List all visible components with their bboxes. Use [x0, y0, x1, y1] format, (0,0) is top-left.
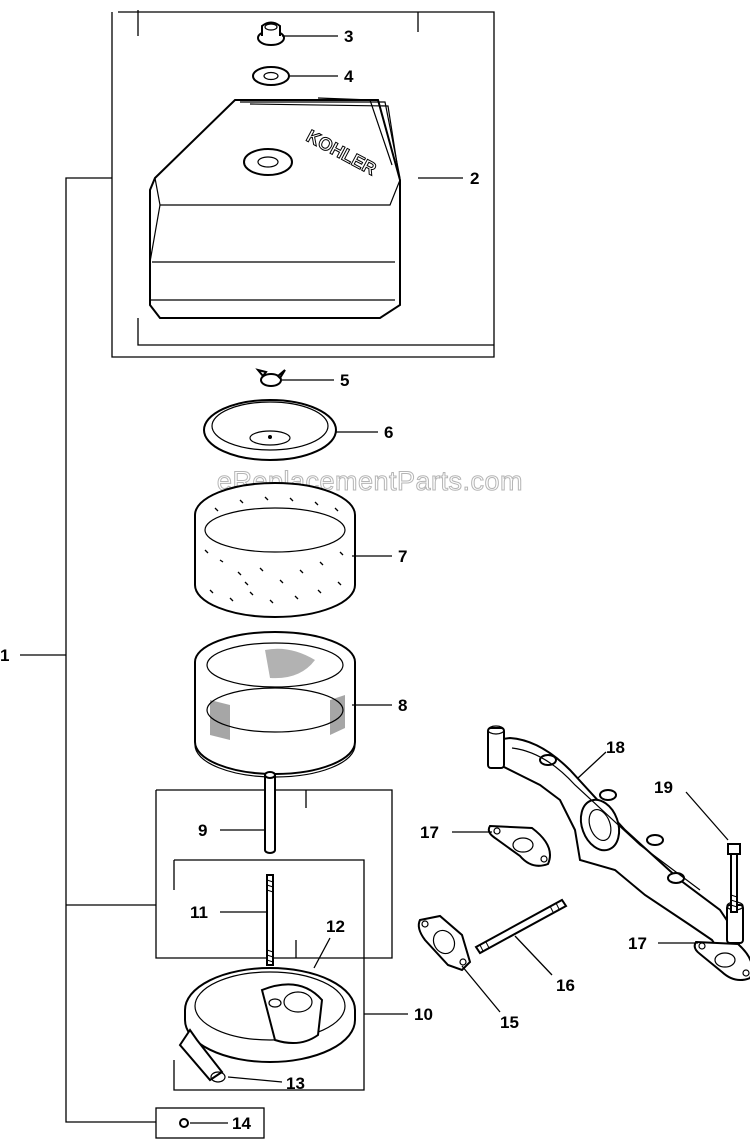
callout-16: 16 [556, 976, 575, 995]
air-cleaner-base-part [178, 967, 356, 1083]
washer-part [252, 66, 290, 86]
gasket-part-lower [693, 940, 750, 981]
cover-plate-part [203, 399, 337, 461]
callout-18: 18 [606, 738, 625, 757]
carburetor-gasket-part [417, 914, 472, 972]
long-stud-part [474, 898, 568, 955]
callout-2: 2 [470, 169, 479, 188]
callout-17-upper: 17 [420, 823, 439, 842]
assembly-box-9-11 [155, 789, 393, 959]
callout-1: 1 [0, 646, 9, 665]
stud-part [266, 874, 274, 966]
assembly-box-14 [155, 1107, 265, 1139]
air-cleaner-cover-part: KOHLER [149, 97, 401, 319]
callout-17-lower: 17 [628, 934, 647, 953]
cover-knob-part [257, 21, 285, 46]
callout-3: 3 [344, 27, 353, 46]
nut-part [179, 1118, 189, 1128]
callout-9: 9 [198, 821, 207, 840]
callout-14: 14 [232, 1114, 251, 1133]
callout-7: 7 [398, 547, 407, 566]
assembly-box-2 [111, 10, 495, 358]
callout-19: 19 [654, 778, 673, 797]
callout-11: 11 [190, 903, 208, 922]
callout-8: 8 [398, 696, 407, 715]
callout-5: 5 [340, 371, 349, 390]
air-filter-element-part [194, 631, 356, 778]
bracket-group-1 [20, 177, 156, 1123]
bolt-part [727, 843, 741, 913]
wing-nut-part [255, 368, 286, 387]
precleaner-part [194, 482, 356, 618]
gasket-part-upper [487, 824, 551, 867]
leader-lines [190, 35, 729, 1124]
callout-6: 6 [384, 423, 393, 442]
callout-15: 15 [500, 1013, 519, 1032]
assembly-box-10 [173, 859, 365, 1091]
callout-13: 13 [286, 1074, 305, 1093]
callout-12: 12 [326, 917, 345, 936]
callout-4: 4 [344, 67, 354, 86]
spacer-tube-part [264, 771, 276, 854]
callout-labels: 1 2 3 4 5 6 7 8 9 10 11 12 13 14 15 16 1… [0, 27, 673, 1133]
callout-10: 10 [414, 1005, 433, 1024]
